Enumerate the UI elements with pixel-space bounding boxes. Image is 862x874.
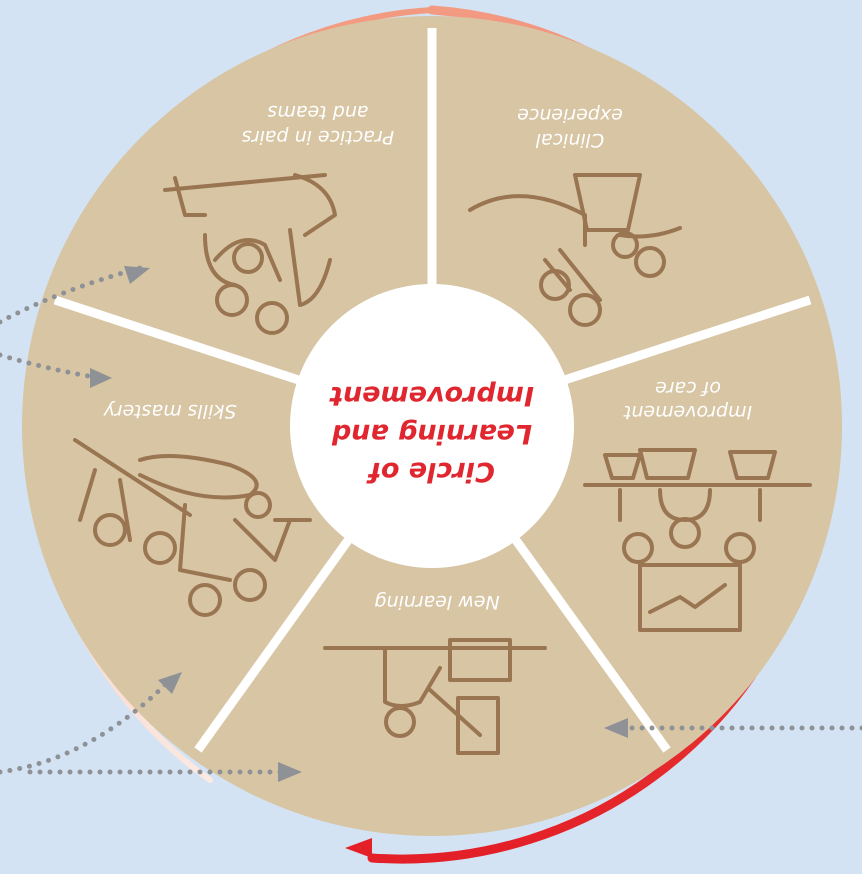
arrowhead-icon: [158, 672, 182, 694]
center-title-line-2: Learning and: [331, 418, 532, 449]
segment-clinical-label-2: experience: [517, 104, 623, 126]
segment-dividers: [53, 28, 812, 753]
pair-practice-icon: [163, 173, 337, 335]
segment-new-learning-label: New learning: [374, 591, 499, 613]
lecture-icon: [323, 638, 547, 755]
center-title: Circle of Learning and Improvement: [329, 380, 534, 487]
patient-in-bed-icon: [468, 173, 682, 327]
segment-new-learning: New learning: [323, 591, 547, 755]
segment-improvement-label-1: Improvement: [622, 401, 752, 423]
arrowhead-icon: [90, 368, 112, 388]
segment-skills: Skills mastery: [73, 400, 312, 617]
segment-clinical: Clinical experience: [468, 104, 682, 327]
connector-arrow-3: [0, 677, 173, 775]
segment-clinical-label-1: Clinical: [535, 129, 604, 151]
segment-practice: Practice in pairs and teams: [163, 101, 394, 335]
segment-practice-label-2: and teams: [267, 101, 368, 123]
connector-arrows: [0, 265, 862, 782]
center-title-line-1: Circle of: [366, 456, 495, 487]
segment-practice-label-1: Practice in pairs: [242, 126, 394, 148]
arrowhead-icon: [124, 266, 150, 284]
center-circle: [290, 284, 574, 568]
simulation-training-icon: [73, 438, 312, 617]
team-meeting-icon: [583, 448, 812, 632]
segment-improvement-label-2: of care: [655, 377, 721, 399]
segment-skills-label: Skills mastery: [103, 400, 237, 422]
connector-arrow-1: [0, 265, 143, 325]
arrowhead-icon: [278, 762, 302, 782]
connector-arrow-2: [0, 352, 103, 381]
ring-arrowhead-icon: [345, 838, 372, 858]
center-title-line-3: Improvement: [329, 380, 534, 411]
arrowhead-icon: [604, 718, 628, 738]
segment-improvement: Improvement of care: [583, 377, 812, 632]
